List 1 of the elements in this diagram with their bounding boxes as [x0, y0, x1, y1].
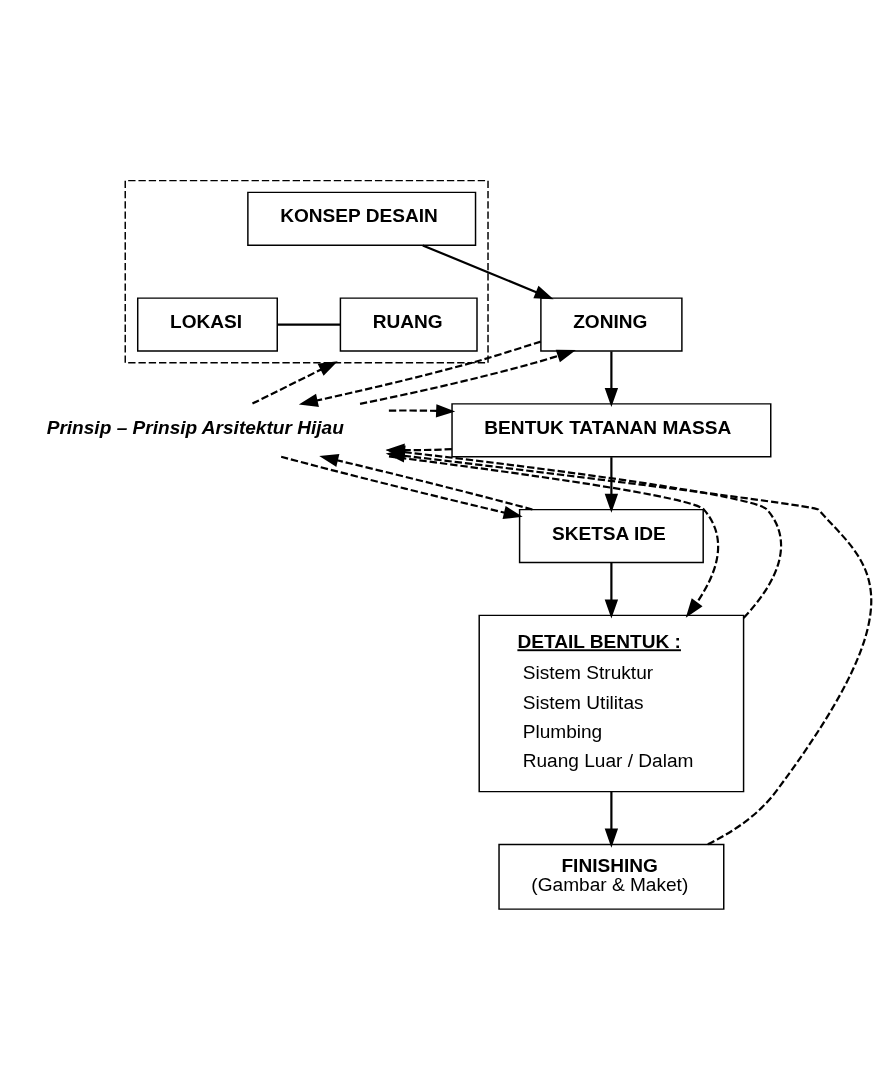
node-text: Prinsip – Prinsip Arsitektur Hijau: [46, 416, 344, 438]
